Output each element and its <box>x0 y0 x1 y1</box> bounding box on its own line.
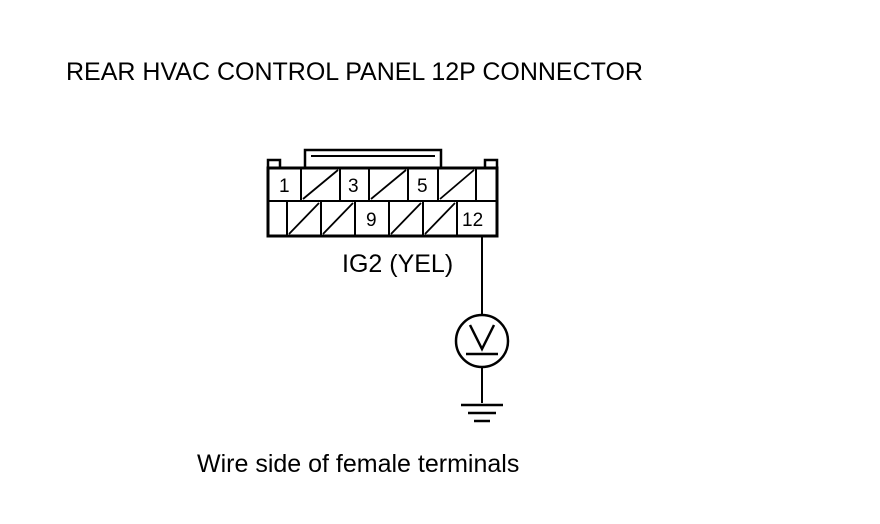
ground-icon <box>461 403 503 423</box>
voltmeter-icon <box>454 313 510 369</box>
pin-12-label: 12 <box>462 210 483 231</box>
pin-9-label: 9 <box>366 210 377 231</box>
diagram-title: REAR HVAC CONTROL PANEL 12P CONNECTOR <box>66 58 643 86</box>
pin-1-label: 1 <box>279 176 290 197</box>
diagram-caption: Wire side of female terminals <box>197 450 520 478</box>
pin-5-label: 5 <box>417 176 428 197</box>
pin-3-label: 3 <box>348 176 359 197</box>
connector-12p <box>266 148 499 238</box>
wire-label: IG2 (YEL) <box>342 250 454 278</box>
